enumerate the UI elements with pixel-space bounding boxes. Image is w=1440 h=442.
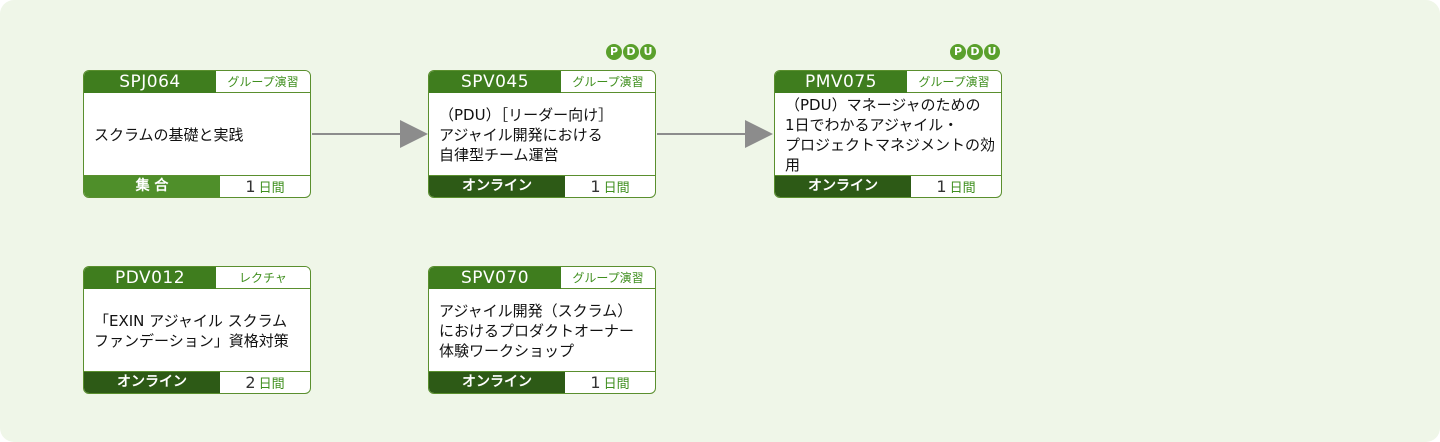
flow-arrow <box>657 120 773 148</box>
pdu-badge: P D U <box>950 44 1000 60</box>
course-title-line: 自律型チーム運営 <box>439 146 559 164</box>
course-title-line: （PDU）［リーダー向け］ <box>439 106 614 124</box>
pdu-badge: P D U <box>606 44 656 60</box>
course-type: グループ演習 <box>561 267 655 289</box>
course-title: スクラムの基礎と実践 <box>94 95 304 175</box>
course-code: SPV070 <box>429 267 561 289</box>
arrow-head <box>400 120 428 148</box>
course-format: 集 合 <box>84 176 220 197</box>
course-code: PDV012 <box>84 267 216 289</box>
course-type: レクチャ <box>216 267 310 289</box>
course-code: SPJ064 <box>84 71 216 93</box>
course-format: オンライン <box>429 176 565 197</box>
pdu-letter-u: U <box>984 44 1000 60</box>
course-card-pmv075[interactable]: PMV075 グループ演習 （PDU）マネージャのための 1日でわかるアジャイル… <box>774 70 1002 198</box>
card-header: PDV012 レクチャ <box>84 267 310 289</box>
course-days: 1 <box>936 177 947 196</box>
course-card-pdv012[interactable]: PDV012 レクチャ 「EXIN アジャイル スクラム ファンデーション」資格… <box>83 266 311 394</box>
course-days: 1 <box>245 177 256 196</box>
course-title-line: スクラムの基礎と実践 <box>94 126 244 144</box>
course-title-line: におけるプロダクトオーナー <box>439 322 635 340</box>
course-type: グループ演習 <box>907 71 1001 93</box>
course-code: PMV075 <box>775 71 907 93</box>
card-header: PMV075 グループ演習 <box>775 71 1001 93</box>
course-days: 1 <box>590 373 601 392</box>
course-title: （PDU）［リーダー向け］ アジャイル開発における 自律型チーム運営 <box>439 95 649 175</box>
course-title-line: プロジェクトマネジメントの効用 <box>785 136 996 174</box>
course-title-line: ファンデーション」資格対策 <box>94 332 289 350</box>
course-title-line: 「EXIN アジャイル スクラム <box>94 312 288 330</box>
pdu-letter-u: U <box>640 44 656 60</box>
course-title-line: アジャイル開発（スクラム） <box>439 302 633 320</box>
course-card-spv045[interactable]: SPV045 グループ演習 （PDU）［リーダー向け］ アジャイル開発における … <box>428 70 656 198</box>
course-type: グループ演習 <box>561 71 655 93</box>
course-days-unit: 日間 <box>603 377 630 392</box>
course-type: グループ演習 <box>216 71 310 93</box>
course-title-line: （PDU）マネージャのための <box>785 96 981 114</box>
course-code: SPV045 <box>429 71 561 93</box>
course-days-unit: 日間 <box>949 181 976 196</box>
pdu-letter-d: D <box>623 44 639 60</box>
flow-arrow <box>312 120 428 148</box>
course-title-line: 1日でわかるアジャイル・ <box>785 116 959 134</box>
course-days: 1 <box>590 177 601 196</box>
course-title: （PDU）マネージャのための 1日でわかるアジャイル・ プロジェクトマネジメント… <box>785 95 995 175</box>
course-days-unit: 日間 <box>258 377 285 392</box>
course-format: オンライン <box>775 176 911 197</box>
course-title: アジャイル開発（スクラム） におけるプロダクトオーナー 体験ワークショップ <box>439 291 649 371</box>
card-header: SPJ064 グループ演習 <box>84 71 310 93</box>
course-title-line: 体験ワークショップ <box>439 342 575 360</box>
pdu-letter-d: D <box>967 44 983 60</box>
card-header: SPV070 グループ演習 <box>429 267 655 289</box>
course-days-unit: 日間 <box>258 181 285 196</box>
pdu-letter-p: P <box>950 44 966 60</box>
card-header: SPV045 グループ演習 <box>429 71 655 93</box>
course-days-unit: 日間 <box>603 181 630 196</box>
arrow-head <box>745 120 773 148</box>
course-days: 2 <box>245 373 256 392</box>
course-title: 「EXIN アジャイル スクラム ファンデーション」資格対策 <box>94 291 304 371</box>
course-format: オンライン <box>429 372 565 393</box>
course-title-line: アジャイル開発における <box>439 126 603 144</box>
pdu-letter-p: P <box>606 44 622 60</box>
course-card-spv070[interactable]: SPV070 グループ演習 アジャイル開発（スクラム） におけるプロダクトオーナ… <box>428 266 656 394</box>
course-format: オンライン <box>84 372 220 393</box>
